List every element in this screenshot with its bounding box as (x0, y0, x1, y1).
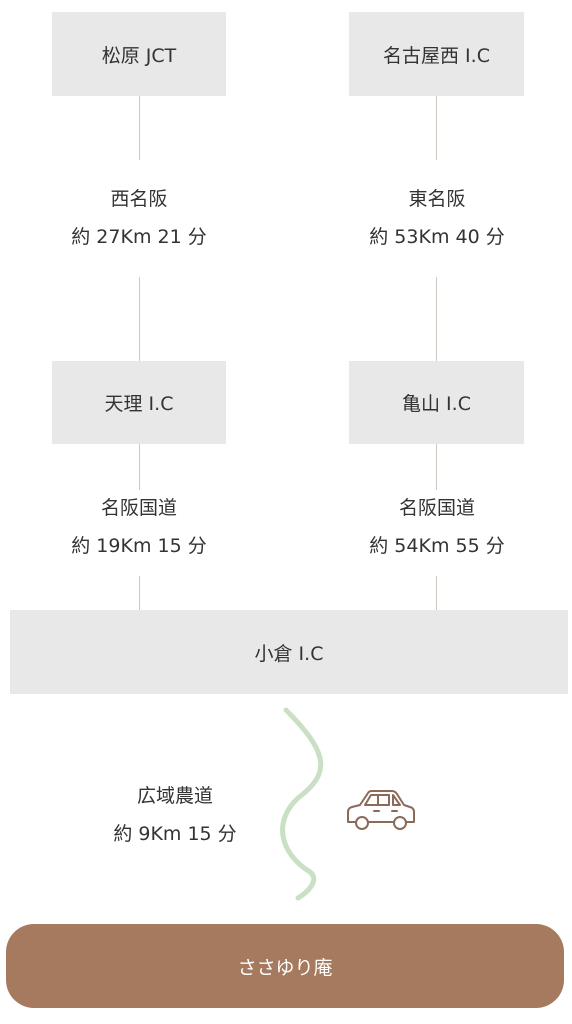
connector-left-2 (139, 277, 140, 361)
destination-sasayurian: ささゆり庵 (6, 924, 564, 1008)
segment-right-1: 東名阪 約 53Km 40 分 (318, 180, 556, 256)
car-icon (347, 790, 415, 830)
segment-road-name: 名阪国道 (100, 497, 177, 519)
segment-road-name: 東名阪 (408, 188, 466, 210)
node-nagoya-nishi-ic: 名古屋西 I.C (349, 12, 524, 96)
connector-left-3 (139, 444, 140, 490)
segment-left-1: 西名阪 約 27Km 21 分 (20, 180, 258, 256)
node-matsubara-jct: 松原 JCT (52, 12, 226, 96)
node-kameyama-ic: 亀山 I.C (349, 361, 524, 444)
connector-right-2 (436, 277, 437, 361)
segment-distance-time: 約 19Km 15 分 (71, 535, 207, 557)
node-ogura-ic: 小倉 I.C (10, 610, 568, 694)
node-tenri-ic: 天理 I.C (52, 361, 226, 444)
connector-right-4 (436, 576, 437, 636)
segment-distance-time: 約 54Km 55 分 (369, 535, 505, 557)
segment-left-2: 名阪国道 約 19Km 15 分 (20, 489, 258, 565)
segment-road-name: 西名阪 (110, 188, 168, 210)
connector-left-1 (139, 96, 140, 160)
winding-road-icon (280, 707, 323, 901)
connector-right-3 (436, 444, 437, 490)
connector-left-4 (139, 576, 140, 610)
segment-road-name: 名阪国道 (398, 497, 475, 519)
segment-distance-time: 約 27Km 21 分 (71, 226, 207, 248)
segment-final: 広域農道 約 9Km 15 分 (60, 777, 290, 853)
segment-distance-time: 約 53Km 40 分 (369, 226, 505, 248)
connector-right-1 (436, 96, 437, 160)
segment-distance-time: 約 9Km 15 分 (113, 823, 237, 845)
segment-road-name: 広域農道 (136, 785, 213, 807)
segment-right-2: 名阪国道 約 54Km 55 分 (318, 489, 556, 565)
